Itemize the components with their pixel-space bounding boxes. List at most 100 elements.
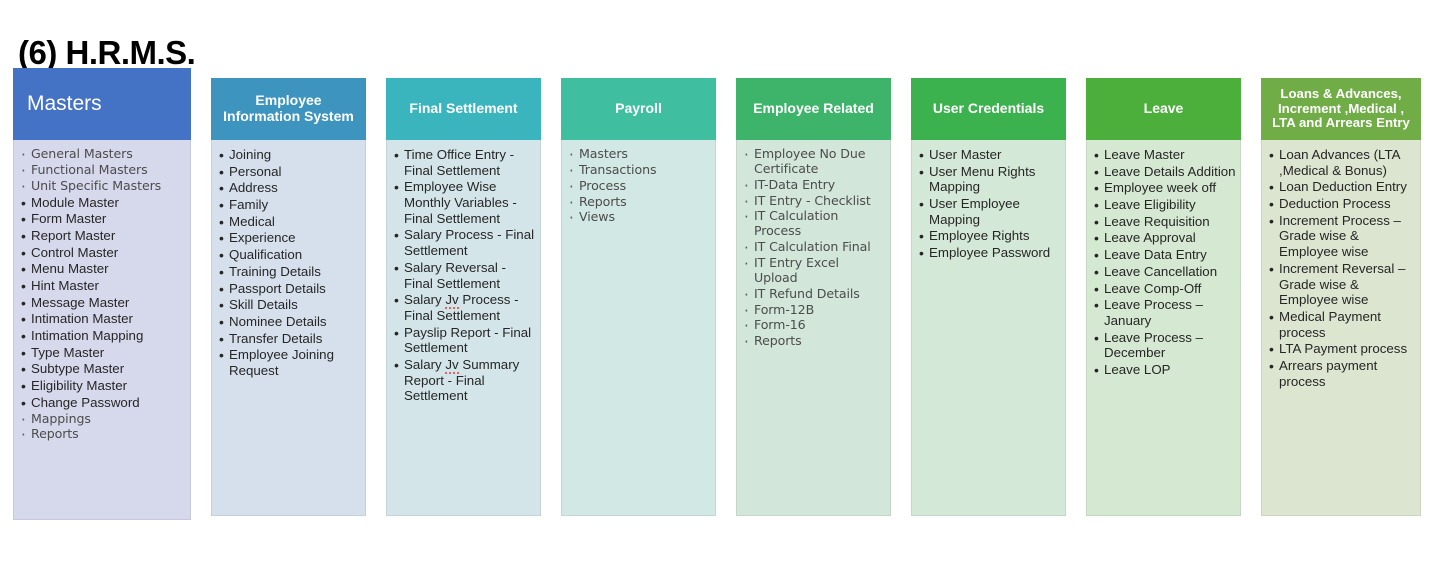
column-header-loans-advances[interactable]: Loans & Advances, Increment ,Medical , L… (1261, 78, 1421, 140)
list-item[interactable]: Medical (218, 214, 361, 230)
list-item[interactable]: Training Details (218, 264, 361, 280)
item-list-leave: Leave MasterLeave Details AdditionEmploy… (1093, 147, 1236, 378)
list-item[interactable]: Deduction Process (1268, 196, 1416, 212)
list-item[interactable]: Medical Payment process (1268, 309, 1416, 340)
list-item[interactable]: Leave Cancellation (1093, 264, 1236, 280)
list-item[interactable]: Reports (568, 194, 711, 210)
list-item[interactable]: Employee Password (918, 245, 1061, 261)
list-item[interactable]: User Master (918, 147, 1061, 163)
bullet-icon (219, 297, 224, 314)
list-item[interactable]: Transfer Details (218, 331, 361, 347)
list-item[interactable]: Passport Details (218, 281, 361, 297)
list-item[interactable]: Hint Master (20, 278, 186, 294)
list-item[interactable]: Form Master (20, 211, 186, 227)
list-item[interactable]: IT Calculation Final (743, 239, 886, 255)
column-header-leave[interactable]: Leave (1086, 78, 1241, 140)
bullet-icon (1094, 297, 1099, 314)
list-item[interactable]: Masters (568, 146, 711, 162)
list-item[interactable]: IT Calculation Process (743, 209, 886, 239)
list-item[interactable]: Form-12B (743, 302, 886, 318)
list-item[interactable]: Leave LOP (1093, 362, 1236, 378)
list-item[interactable]: Qualification (218, 247, 361, 263)
list-item[interactable]: Employee No Due Certificate (743, 146, 886, 177)
column-header-user-credentials[interactable]: User Credentials (911, 78, 1066, 140)
list-item[interactable]: Leave Process – December (1093, 330, 1236, 361)
list-item[interactable]: Transactions (568, 162, 711, 178)
list-item[interactable]: IT Entry Excel Upload (743, 255, 886, 286)
list-item[interactable]: Employee Wise Monthly Variables - Final … (393, 179, 536, 226)
list-item[interactable]: Nominee Details (218, 314, 361, 330)
bullet-icon (744, 334, 749, 351)
list-item[interactable]: Subtype Master (20, 361, 186, 377)
list-item[interactable]: Module Master (20, 195, 186, 211)
bullet-icon (919, 228, 924, 245)
list-item[interactable]: Arrears payment process (1268, 358, 1416, 389)
list-item[interactable]: General Masters (20, 146, 186, 162)
column-header-final-settlement[interactable]: Final Settlement (386, 78, 541, 140)
list-item[interactable]: Address (218, 180, 361, 196)
list-item[interactable]: Menu Master (20, 261, 186, 277)
list-item[interactable]: Eligibility Master (20, 378, 186, 394)
list-item[interactable]: Leave Eligibility (1093, 197, 1236, 213)
list-item[interactable]: Employee Rights (918, 228, 1061, 244)
bullet-icon (394, 325, 399, 342)
list-item[interactable]: Increment Process – Grade wise & Employe… (1268, 213, 1416, 260)
list-item[interactable]: Experience (218, 230, 361, 246)
list-item[interactable]: Family (218, 197, 361, 213)
list-item[interactable]: Leave Details Addition (1093, 164, 1236, 180)
list-item[interactable]: Message Master (20, 295, 186, 311)
list-item[interactable]: LTA Payment process (1268, 341, 1416, 357)
list-item[interactable]: Intimation Master (20, 311, 186, 327)
list-item[interactable]: Type Master (20, 345, 186, 361)
list-item[interactable]: IT Refund Details (743, 286, 886, 302)
list-item[interactable]: Salary Jv Process - Final Settlement (393, 292, 536, 323)
list-item[interactable]: IT Entry - Checklist (743, 193, 886, 209)
list-item-label: IT Entry Excel Upload (754, 255, 839, 285)
list-item[interactable]: Leave Approval (1093, 230, 1236, 246)
list-item[interactable]: Control Master (20, 245, 186, 261)
list-item-label: Masters (579, 146, 628, 161)
list-item[interactable]: Employee Joining Request (218, 347, 361, 378)
list-item[interactable]: Leave Data Entry (1093, 247, 1236, 263)
list-item[interactable]: Views (568, 210, 711, 225)
list-item[interactable]: Mappings (20, 411, 186, 427)
list-item[interactable]: Employee week off (1093, 180, 1236, 196)
list-item[interactable]: Skill Details (218, 297, 361, 313)
list-item[interactable]: Joining (218, 147, 361, 163)
list-item-label: Reports (31, 426, 79, 442)
list-item[interactable]: Salary Reversal - Final Settlement (393, 260, 536, 291)
list-item[interactable]: Reports (743, 333, 886, 351)
column-header-payroll[interactable]: Payroll (561, 78, 716, 140)
list-item[interactable]: Change Password (20, 395, 186, 411)
list-item[interactable]: Unit Specific Masters (20, 178, 186, 194)
list-item[interactable]: Intimation Mapping (20, 328, 186, 344)
list-item[interactable]: Loan Deduction Entry (1268, 179, 1416, 195)
list-item[interactable]: Process (568, 178, 711, 194)
list-item[interactable]: User Employee Mapping (918, 196, 1061, 227)
list-item[interactable]: Loan Advances (LTA ,Medical & Bonus) (1268, 147, 1416, 178)
list-item[interactable]: Leave Requisition (1093, 214, 1236, 230)
list-item[interactable]: Leave Master (1093, 147, 1236, 163)
list-item[interactable]: Report Master (20, 228, 186, 244)
list-item[interactable]: Leave Comp-Off (1093, 281, 1236, 297)
list-item[interactable]: Form-16 (743, 318, 886, 333)
column-header-masters[interactable]: Masters (13, 68, 191, 140)
list-item-label: Salary Reversal - Final Settlement (404, 259, 506, 291)
bullet-icon (1269, 179, 1274, 196)
list-item[interactable]: Reports (20, 426, 186, 442)
list-item[interactable]: Leave Process – January (1093, 297, 1236, 328)
list-item[interactable]: Payslip Report - Final Settlement (393, 325, 536, 356)
column-header-employee-related[interactable]: Employee Related (736, 78, 891, 140)
list-item[interactable]: Salary Process - Final Settlement (393, 227, 536, 258)
list-item[interactable]: User Menu Rights Mapping (918, 164, 1061, 195)
list-item[interactable]: IT-Data Entry (743, 177, 886, 193)
bullet-icon (21, 328, 26, 345)
list-item[interactable]: Functional Masters (20, 162, 186, 178)
list-item[interactable]: Increment Reversal – Grade wise & Employ… (1268, 261, 1416, 308)
list-item[interactable]: Salary Jv Summary Report - Final Settlem… (393, 356, 536, 404)
bullet-icon (1269, 309, 1274, 326)
list-item-label: User Menu Rights Mapping (929, 163, 1036, 195)
list-item[interactable]: Personal (218, 164, 361, 180)
list-item[interactable]: Time Office Entry - Final Settlement (393, 147, 536, 178)
